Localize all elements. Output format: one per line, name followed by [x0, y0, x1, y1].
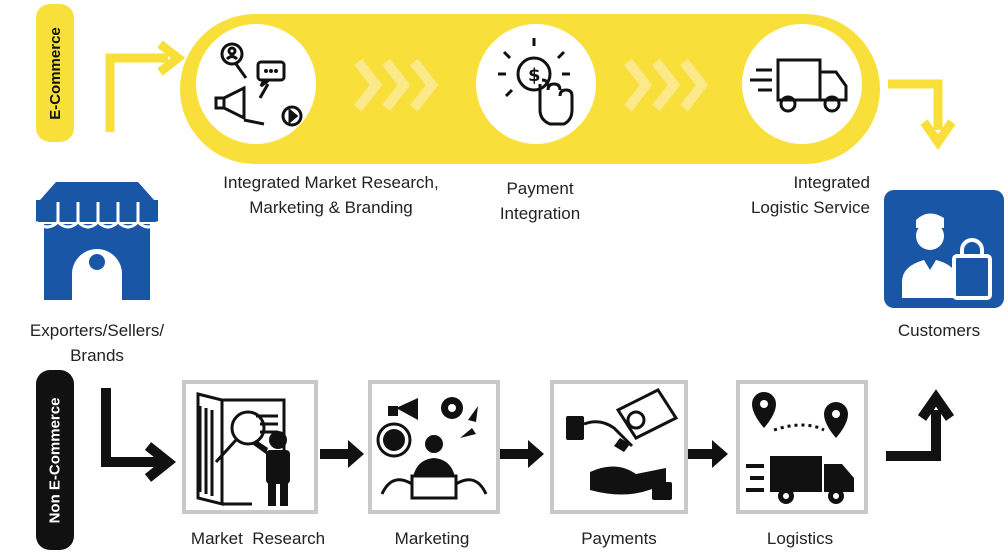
logistics-icon: [746, 392, 854, 504]
non-ecommerce-step-logistics: [736, 380, 868, 514]
non-ecommerce-step-label-1: Market Research: [190, 529, 326, 548]
payment-tap-icon: $: [498, 38, 574, 126]
megaphone-media-icon: [214, 42, 303, 127]
ecommerce-step-label-1: Integrated Market Research, Marketing & …: [223, 173, 439, 217]
non-ecommerce-step-label-4: Logistics: [766, 529, 834, 548]
exporters-storefront: [30, 172, 164, 304]
ecommerce-step-label-3: Integrated Logistic Service: [750, 173, 870, 217]
non-ecommerce-step-marketing: [368, 380, 500, 514]
non-ecommerce-side-label: Non E-Commerce: [36, 370, 74, 550]
ecommerce-step-label-2: Payment Integration: [499, 179, 581, 223]
ecommerce-side-label: E-Commerce: [36, 4, 74, 142]
ecommerce-step-marketing: [196, 24, 316, 144]
payments-icon: [566, 388, 679, 500]
chevron-arrows-1: [354, 58, 439, 112]
storefront-icon: [34, 182, 160, 300]
non-ecommerce-step-payments: [550, 380, 688, 514]
customers-tile: [884, 190, 1004, 308]
chevron-arrows-2: [624, 58, 709, 112]
delivery-truck-icon: [750, 58, 848, 113]
exporters-label: Exporters/Sellers/ Brands: [29, 321, 165, 365]
non-ecommerce-step-research: [182, 380, 318, 514]
marketing-icon: [376, 397, 488, 500]
customer-shopping-icon: [902, 213, 992, 300]
ecommerce-step-logistics: [742, 24, 862, 144]
svg-text:$: $: [528, 65, 541, 86]
customers-label: Customers: [897, 321, 981, 340]
non-ecommerce-step-label-3: Payments: [581, 529, 657, 548]
ecommerce-step-payment: $: [476, 24, 596, 144]
non-ecommerce-step-label-2: Marketing: [394, 529, 470, 548]
market-research-icon: [196, 392, 290, 506]
